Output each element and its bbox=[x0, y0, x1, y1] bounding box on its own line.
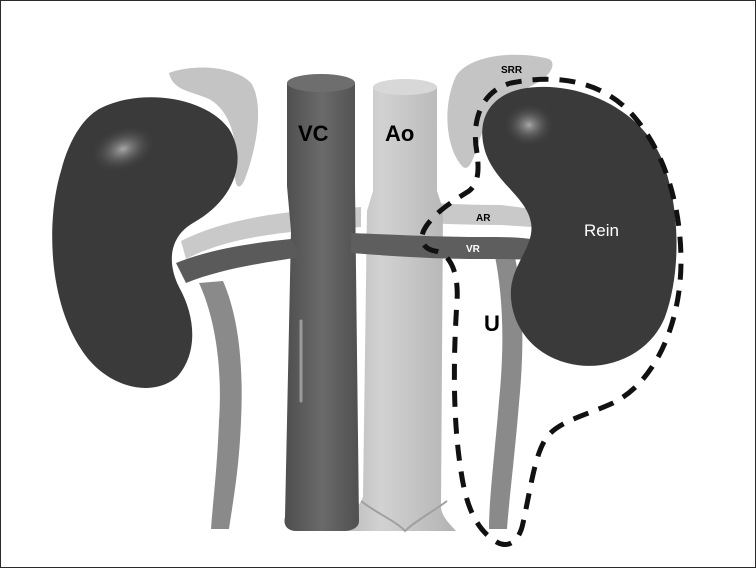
left-ureter bbox=[199, 281, 242, 529]
vena-cava-top-opening bbox=[287, 74, 355, 92]
aorta-top-opening bbox=[373, 79, 437, 95]
label-rein: Rein bbox=[584, 221, 619, 240]
label-aorta: Ao bbox=[385, 121, 414, 146]
label-ureter: U bbox=[484, 311, 500, 336]
label-vena-cava: VC bbox=[298, 121, 329, 146]
label-renal-artery: AR bbox=[476, 213, 491, 224]
vena-cava bbox=[285, 83, 360, 531]
right-kidney-highlight bbox=[503, 103, 555, 147]
label-renal-vein: VR bbox=[466, 244, 481, 255]
label-suprarenal-gland: SRR bbox=[501, 65, 523, 76]
